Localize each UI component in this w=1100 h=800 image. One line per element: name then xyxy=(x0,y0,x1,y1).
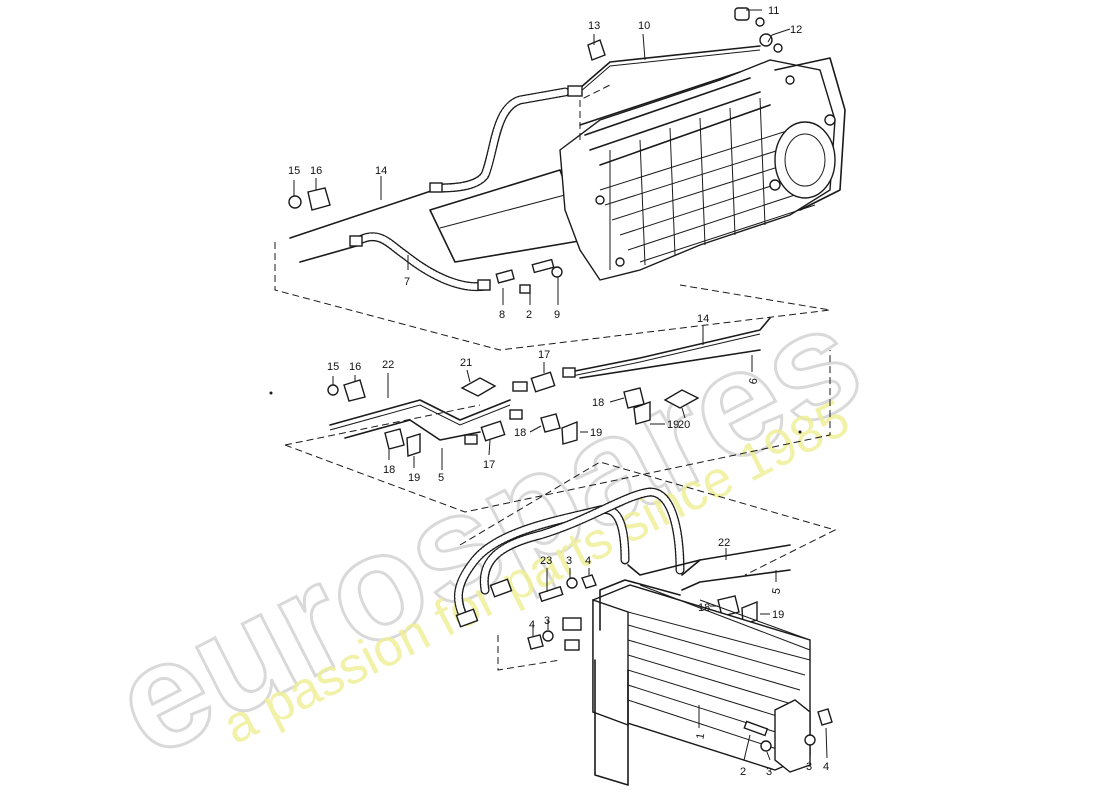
bracket-19-right xyxy=(633,400,651,425)
callout-3-upper: 3 xyxy=(566,555,572,567)
stray-mark-right xyxy=(798,430,802,434)
callout-2-lower: 2 xyxy=(740,766,746,778)
callout-4-upper: 4 xyxy=(585,555,591,567)
callout-10: 10 xyxy=(638,20,650,32)
plug-11 xyxy=(734,7,750,21)
washer-3-lower xyxy=(760,740,772,752)
callout-8: 8 xyxy=(499,309,505,321)
callout-2-upper: 2 xyxy=(526,309,532,321)
washer-3-mid xyxy=(542,630,554,642)
callout-4-right: 4 xyxy=(823,761,829,773)
callout-15-middle: 15 xyxy=(327,361,339,373)
callout-12: 12 xyxy=(790,24,802,36)
callout-20: 20 xyxy=(678,419,690,431)
clamp-16-middle xyxy=(343,379,366,402)
coupler-17-upper xyxy=(530,371,556,393)
nut-4-upper xyxy=(581,574,597,589)
nut-15-upper xyxy=(288,195,302,209)
callout-18-right: 18 xyxy=(592,397,604,409)
callout-4-mid: 4 xyxy=(529,619,535,631)
callout-22-middle: 22 xyxy=(382,359,394,371)
callout-13: 13 xyxy=(588,20,600,32)
plate-21 xyxy=(460,377,497,397)
cooler-fitting-lower xyxy=(564,639,580,651)
callout-3-right: 3 xyxy=(806,761,812,773)
callout-19-left: 19 xyxy=(408,472,420,484)
callout-1: 1 xyxy=(694,732,707,740)
bracket-19-center xyxy=(561,420,578,445)
bolt-2-lower xyxy=(743,720,769,737)
callout-5-lower: 5 xyxy=(770,587,783,595)
callout-6: 6 xyxy=(747,377,760,385)
callout-21: 21 xyxy=(460,357,472,369)
cooler-end-block xyxy=(774,699,811,773)
middle-frame xyxy=(284,350,831,513)
callout-19-lower: 19 xyxy=(772,609,784,621)
callout-23: 23 xyxy=(540,555,552,567)
upper-frame xyxy=(274,84,831,351)
callout-3-mid: 3 xyxy=(544,615,550,627)
coupler-17-lower xyxy=(480,420,506,442)
middle-lines xyxy=(327,317,771,457)
callout-22-lower: 22 xyxy=(718,537,730,549)
callout-19-center: 19 xyxy=(590,427,602,439)
callout-7: 7 xyxy=(404,276,410,288)
callout-5-middle: 5 xyxy=(438,472,444,484)
pipe-5-middle xyxy=(344,419,481,441)
cooler-fitting-upper xyxy=(562,617,582,631)
nut-4-right xyxy=(817,708,833,726)
callout-17-lower: 17 xyxy=(483,459,495,471)
callout-18-lower: 18 xyxy=(698,602,710,614)
callout-14-upper: 14 xyxy=(375,165,387,177)
pipe-10 xyxy=(579,45,761,89)
pipe-14-middle xyxy=(569,317,771,373)
bracket-19-left xyxy=(406,433,421,457)
callout-18-center: 18 xyxy=(514,427,526,439)
stray-mark-left xyxy=(269,391,273,395)
plate-20 xyxy=(663,389,700,409)
callout-15-upper: 15 xyxy=(288,165,300,177)
valve-23 xyxy=(538,585,564,603)
callout-14-middle: 14 xyxy=(697,313,709,325)
oil-cooler xyxy=(562,579,833,786)
lower-lines xyxy=(453,487,791,650)
washer-3-upper xyxy=(566,577,578,589)
clamp-13 xyxy=(587,39,606,61)
nut-15-middle xyxy=(327,384,339,396)
pipe-14-upper xyxy=(289,187,441,239)
callout-16-middle: 16 xyxy=(349,361,361,373)
nut-4-mid xyxy=(527,634,544,650)
transmission-housing xyxy=(429,57,846,281)
callout-19-right: 19 xyxy=(667,419,679,431)
hose-7 xyxy=(355,232,490,292)
washer-3-right xyxy=(804,734,816,746)
upper-lines xyxy=(288,7,783,294)
callout-11: 11 xyxy=(768,5,779,17)
callout-16-upper: 16 xyxy=(310,165,322,177)
clamp-18-center xyxy=(540,413,561,433)
pipe-22-middle xyxy=(329,399,511,426)
callout-3-lower: 3 xyxy=(766,766,772,778)
callout-9: 9 xyxy=(554,309,560,321)
pipe-6 xyxy=(579,349,761,379)
callout-18-left: 18 xyxy=(383,464,395,476)
seal-12 xyxy=(759,33,773,47)
clamp-18-left xyxy=(384,428,405,450)
pipe-5-lower xyxy=(681,569,791,591)
callout-17-upper: 17 xyxy=(538,349,550,361)
leader-lines xyxy=(293,9,828,761)
lower-frame xyxy=(459,461,837,671)
clamp-18-lower xyxy=(717,595,740,617)
callout-numbers: 11 12 13 10 15 16 14 7 8 2 9 14 6 15 16 … xyxy=(288,5,829,778)
bracket-19-lower xyxy=(741,600,758,625)
clamp-16-upper xyxy=(307,187,331,211)
